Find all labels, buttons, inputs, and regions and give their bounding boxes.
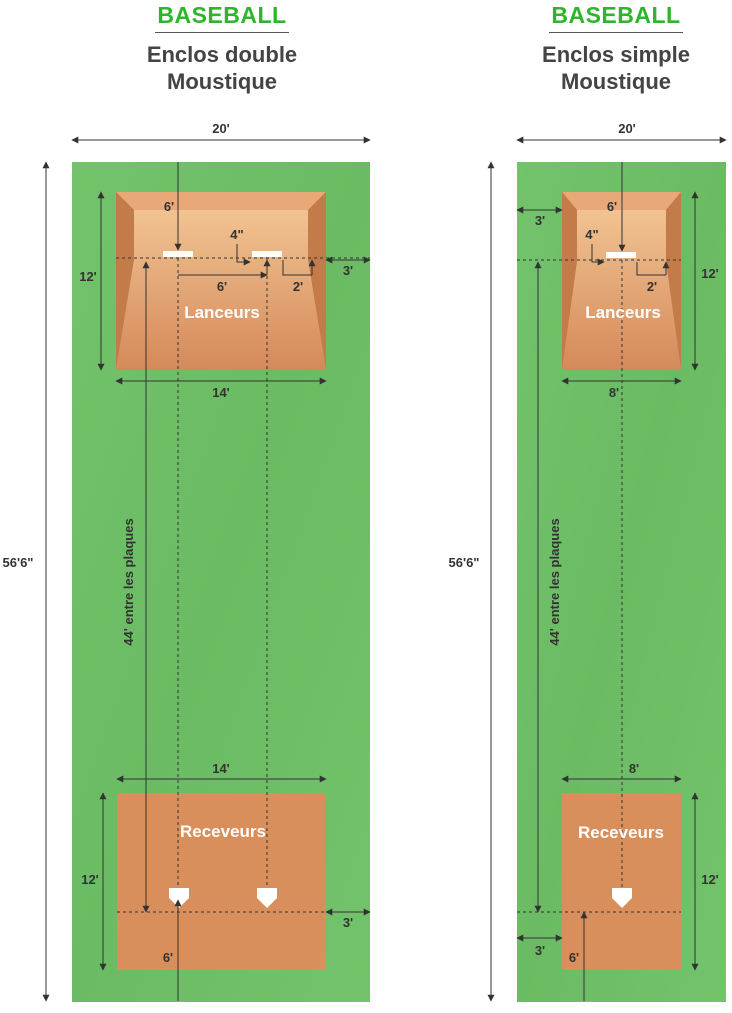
right-mound-label: Lanceurs [585, 303, 661, 322]
right-sport-title: BASEBALL [549, 3, 683, 33]
left-pitch-distance: 44' entre les plaques [121, 518, 136, 645]
right-enclosure-title: Enclos simple Moustique [472, 41, 732, 95]
right-rubber [606, 252, 636, 258]
right-catcher-width: 8' [629, 761, 639, 776]
left-width-label: 20' [212, 121, 230, 136]
left-rubber-offset: 6' [164, 199, 174, 214]
left-rubber-spacing: 6' [217, 279, 227, 294]
left-rubber-gap: 4" [230, 227, 243, 242]
left-catcher-box [117, 793, 326, 970]
left-home-plate-2 [257, 888, 277, 908]
right-catcher-box [562, 793, 681, 970]
left-enclosure-title: Enclos double Moustique [72, 41, 372, 95]
left-catcher-width: 14' [212, 761, 230, 776]
left-mound-depth: 12' [79, 269, 97, 284]
left-header: BASEBALL Enclos double Moustique [72, 3, 372, 95]
left-title-line1: Enclos double [146, 42, 298, 67]
right-side-margin-bottom: 3' [535, 943, 545, 958]
left-sport-title: BASEBALL [155, 3, 289, 33]
left-side-margin-bottom: 3' [343, 915, 353, 930]
left-rubber-1 [163, 251, 193, 257]
left-rubber-to-edge: 2' [293, 279, 303, 294]
right-title-line1: Enclos simple [542, 42, 690, 67]
right-diagram: 20' 56'6" 3' 6' 4" 2' 12' 8' 44' entre l… [449, 121, 727, 1002]
right-side-margin-top: 3' [535, 213, 545, 228]
right-rubber-gap: 4" [585, 227, 598, 242]
right-catcher-depth: 12' [701, 872, 719, 887]
right-plate-back: 6' [569, 950, 579, 965]
left-title-line2: Moustique [167, 69, 277, 94]
right-mound-width: 8' [609, 385, 619, 400]
right-mound-depth: 12' [701, 266, 719, 281]
right-width-label: 20' [618, 121, 636, 136]
left-total-length: 56'6" [3, 555, 34, 570]
left-rubber-2 [252, 251, 282, 257]
left-mound [116, 192, 326, 370]
left-side-margin-top: 3' [343, 263, 353, 278]
right-rubber-offset: 6' [607, 199, 617, 214]
right-home-plate [612, 888, 632, 908]
right-title-line2: Moustique [561, 69, 671, 94]
right-pitch-distance: 44' entre les plaques [547, 518, 562, 645]
left-diagram: 20' 56'6" 6' 4" 6' 2' 3' 12' 14' 44' ent… [3, 121, 371, 1002]
left-mound-label: Lanceurs [184, 303, 260, 322]
right-catcher-label: Receveurs [578, 823, 664, 842]
left-home-plate-1 [169, 888, 189, 908]
right-header: BASEBALL Enclos simple Moustique [472, 3, 732, 95]
left-mound-width: 14' [212, 385, 230, 400]
right-rubber-to-edge: 2' [647, 279, 657, 294]
left-catcher-depth: 12' [81, 872, 99, 887]
left-plate-back: 6' [163, 950, 173, 965]
right-total-length: 56'6" [449, 555, 480, 570]
left-catcher-label: Receveurs [180, 822, 266, 841]
